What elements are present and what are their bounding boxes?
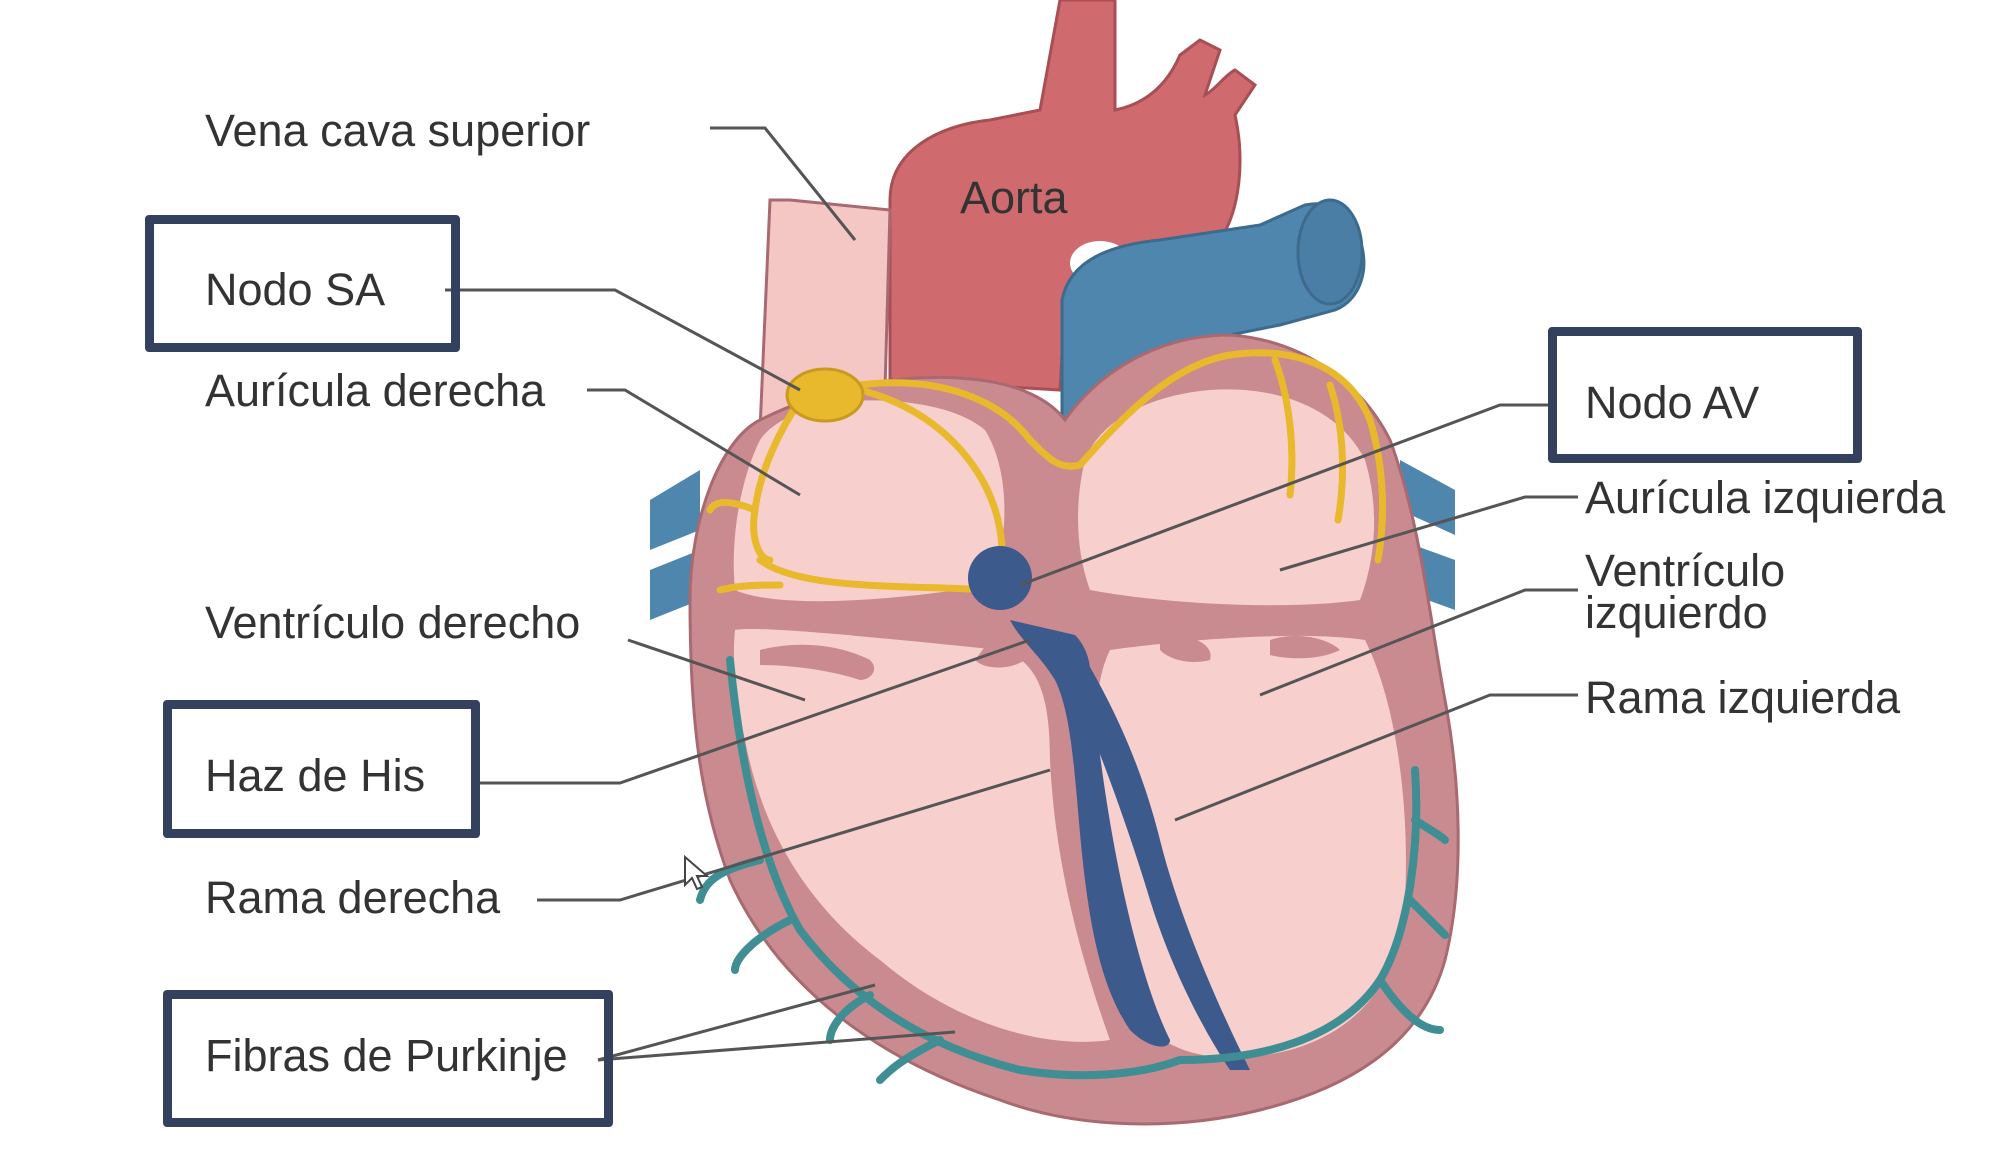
fibras-de-purkinje-box bbox=[163, 990, 613, 1127]
leader-auricula-izquierda bbox=[1279, 495, 1578, 572]
left-atrium-chamber bbox=[1078, 389, 1375, 606]
av-node-shape bbox=[968, 546, 1032, 610]
label-ventriculo-derecho: Ventrículo derecho bbox=[205, 597, 581, 648]
purkinje-fibers-shape bbox=[696, 656, 1449, 1084]
label-rama-izquierda: Rama izquierda bbox=[1585, 672, 1901, 723]
label-nodo-sa: Nodo SA bbox=[205, 264, 386, 315]
nodo-av-box bbox=[1548, 327, 1862, 463]
leader-rama-derecha bbox=[537, 768, 1051, 902]
label-nodo-av: Nodo AV bbox=[1585, 377, 1760, 428]
bundle-of-his-shape bbox=[968, 546, 1250, 1070]
leader-rama-izquierda bbox=[1174, 693, 1578, 822]
leader-ventriculo-derecho bbox=[627, 638, 806, 702]
mouse-cursor-icon bbox=[684, 855, 710, 891]
label-fibras-de-purkinje: Fibras de Purkinje bbox=[205, 1030, 568, 1081]
leader-nodo-sa bbox=[445, 288, 801, 392]
leader-purkinje-1 bbox=[597, 983, 876, 1062]
label-ventriculo-izquierdo-line1: Ventrículo bbox=[1585, 545, 1786, 596]
pulmonary-veins-left bbox=[650, 470, 700, 620]
haz-de-his-box bbox=[163, 700, 480, 838]
label-ventriculo-izquierdo-line2: izquierdo bbox=[1585, 587, 1768, 638]
label-vena-cava-superior: Vena cava superior bbox=[205, 105, 591, 156]
right-atrium-chamber bbox=[733, 400, 1005, 602]
label-rama-derecha: Rama derecha bbox=[205, 872, 501, 923]
leader-auricula-derecha bbox=[587, 388, 801, 497]
leader-haz-de-his bbox=[480, 638, 1031, 785]
leader-purkinje-2 bbox=[597, 1030, 956, 1062]
leader-ventriculo-izquierdo bbox=[1259, 588, 1578, 697]
label-auricula-derecha: Aurícula derecha bbox=[205, 365, 546, 416]
leader-vena-cava bbox=[710, 126, 857, 241]
label-haz-de-his: Haz de His bbox=[205, 750, 426, 801]
right-ventricle-chamber bbox=[733, 629, 1110, 1042]
nodo-sa-box bbox=[145, 215, 460, 352]
leader-nodo-av bbox=[1019, 403, 1550, 587]
sa-node-shape bbox=[785, 367, 865, 423]
label-auricula-izquierda: Aurícula izquierda bbox=[1585, 472, 1946, 523]
label-aorta: Aorta bbox=[960, 172, 1068, 223]
valves bbox=[760, 635, 1340, 680]
